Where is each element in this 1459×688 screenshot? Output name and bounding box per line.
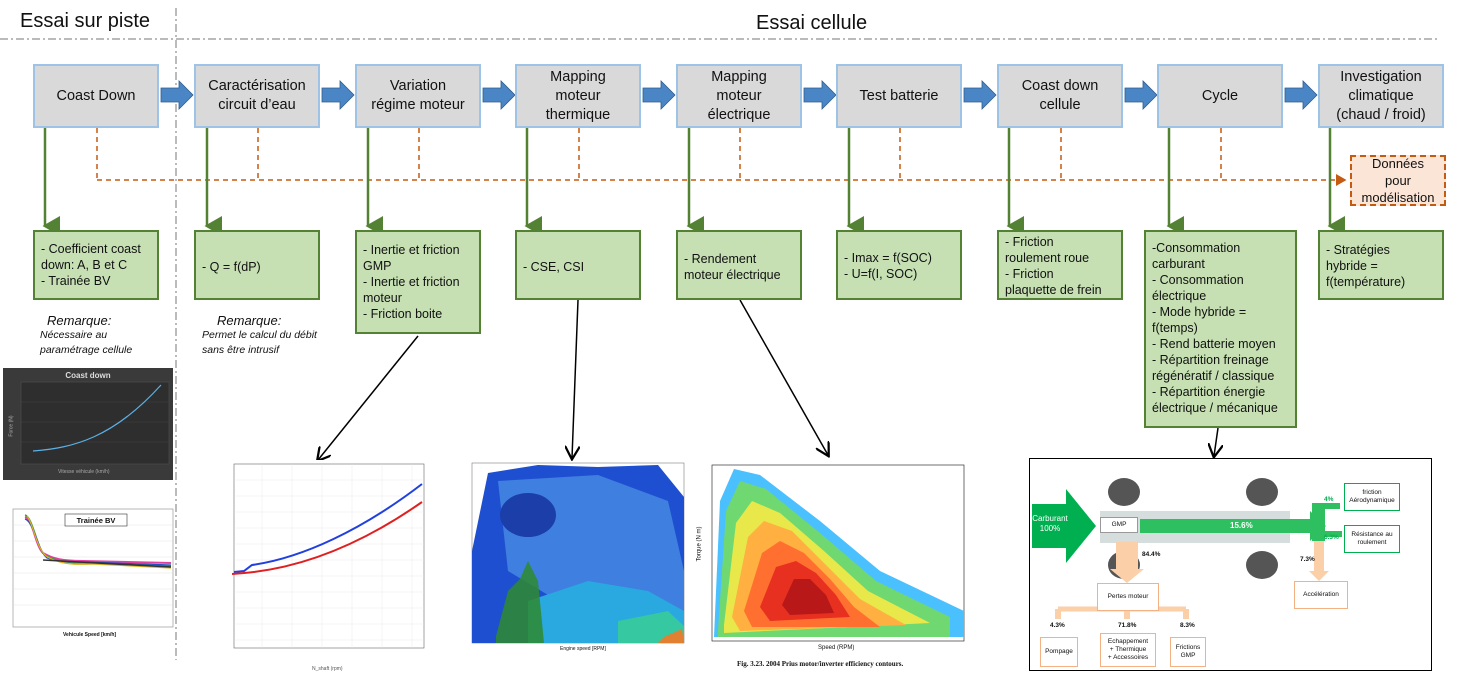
trainee-chart-title: Trainée BV [76,516,116,525]
step-label: Investigation climatique (chaud / froid) [1336,68,1426,123]
result-arrows [42,128,1345,236]
step-label: Mapping moteur électrique [707,68,771,123]
electric-map: Speed (RPM) Torque (N m) Fig. 3.23. 2004… [696,461,968,673]
energy-pct-73: 7.3% [1300,556,1315,563]
flow-arrows [160,80,1318,110]
energy-flows [1032,478,1342,619]
energy-exhaust: Echappement + Thermique + Accessoires [1100,633,1156,667]
thermal-map-xlabel: Engine speed [RPM] [560,646,606,652]
energy-pct-63: 6.3% [1324,534,1339,541]
energy-pct-156: 15.6% [1230,521,1253,530]
remark-body-coast-down: Nécessaire au paramétrage cellule [40,329,133,356]
energy-gmp-box: GMP [1100,517,1138,533]
energy-acceleration: Accélération [1294,581,1348,609]
thermal-map: Engine speed [RPM] [468,461,688,657]
electric-map-plot [711,464,965,642]
remark-body-water-circuit: Permet le calcul du débit sans être intr… [202,329,317,356]
result-coast-down: - Coefficient coast down: A, B et C - Tr… [33,230,159,300]
step-label: Coast Down [56,87,136,104]
energy-pct-83: 8.3% [1180,622,1195,629]
header-cell: Essai cellule [756,12,868,34]
header-track: Essai sur piste [20,10,151,32]
result-water-circuit: - Q = f(dP) [194,230,320,300]
electric-map-caption: Fig. 3.23. 2004 Prius motor/inverter eff… [737,660,904,668]
step-engine-speed: Variation régime moteur [355,64,481,128]
trainee-chart: Trainée BV Vehicule Speed [km/h] [3,505,175,645]
energy-engine-losses: Pertes moteur [1097,583,1159,611]
coastdown-curve [32,384,162,452]
step-label: Test batterie [859,87,939,104]
energy-diagram: Carburant 100% GMP 84.4% 15.6% Pertes mo… [1029,458,1432,671]
energy-rolling-resistance: Résistance au roulement [1344,525,1400,553]
step-cycle: Cycle [1157,64,1283,128]
result-thermal-map: - CSE, CSI [515,230,641,300]
step-label: Cycle [1201,87,1239,104]
step-thermal-map: Mapping moteur thermique [515,64,641,128]
result-cycle: -Consommation carburant - Consommation é… [1144,230,1297,428]
remark-title-coast-down: Remarque: [47,313,112,328]
electric-map-xlabel: Speed (RPM) [818,645,855,651]
step-label: Caractérisation circuit d’eau [208,78,306,113]
energy-pct-718: 71.8% [1118,622,1137,629]
plot-pointers [318,299,1218,460]
energy-aero-friction: friction Aérodynamique [1344,483,1400,511]
rpm-curve-red [231,501,423,575]
rpm-chart: N_shaft (rpm) [222,460,427,675]
coastdown-ylabel: Force (N) [8,415,15,437]
remark-title-water-circuit: Remarque: [217,313,282,328]
trainee-xlabel: Vehicule Speed [km/h] [63,632,117,638]
coastdown-chart-title: Coast down [65,371,111,380]
step-cell-coast-down: Coast down cellule [997,64,1123,128]
trainee-plot [12,508,174,628]
coastdown-xlabel: Vitesse véhicule (km/h) [58,469,110,475]
step-coast-down: Coast Down [33,64,159,128]
energy-pumping: Pompage [1040,637,1078,667]
step-label: Variation régime moteur [371,78,465,113]
energy-pct-844: 84.4% [1142,551,1161,558]
rpm-curve-blue [233,483,423,573]
step-climate: Investigation climatique (chaud / froid) [1318,64,1444,128]
result-battery: - Imax = f(SOC) - U=f(I, SOC) [836,230,962,300]
coastdown-plot [20,381,170,465]
step-label: Coast down cellule [1021,78,1099,113]
rpm-plot [231,463,425,649]
step-battery: Test batterie [836,64,962,128]
energy-pct-43: 4.3% [1050,622,1065,629]
electric-map-ylabel: Torque (N m) [696,526,703,562]
energy-pct-4: 4% [1324,496,1334,503]
result-climate: - Stratégies hybride = f(température) [1318,230,1444,300]
rpm-xlabel: N_shaft (rpm) [312,666,343,672]
step-electric-map: Mapping moteur électrique [676,64,802,128]
energy-fuel-label: Carburant 100% [1032,514,1068,533]
thermal-map-plot [471,462,685,644]
energy-gmp-friction: Frictions GMP [1170,637,1206,667]
result-electric-map: - Rendement moteur électrique [676,230,802,300]
modeling-data-box: Données pour modélisation [1350,155,1446,206]
step-label: Mapping moteur thermique [545,68,611,123]
coastdown-chart: Coast down Vitesse véhicule (km/h) Force… [3,368,173,480]
result-engine-speed: - Inertie et friction GMP - Inertie et f… [355,230,481,334]
result-cell-coast-down: - Friction roulement roue - Friction pla… [997,230,1123,300]
step-water-circuit: Caractérisation circuit d’eau [194,64,320,128]
modeling-bus [96,128,1347,186]
